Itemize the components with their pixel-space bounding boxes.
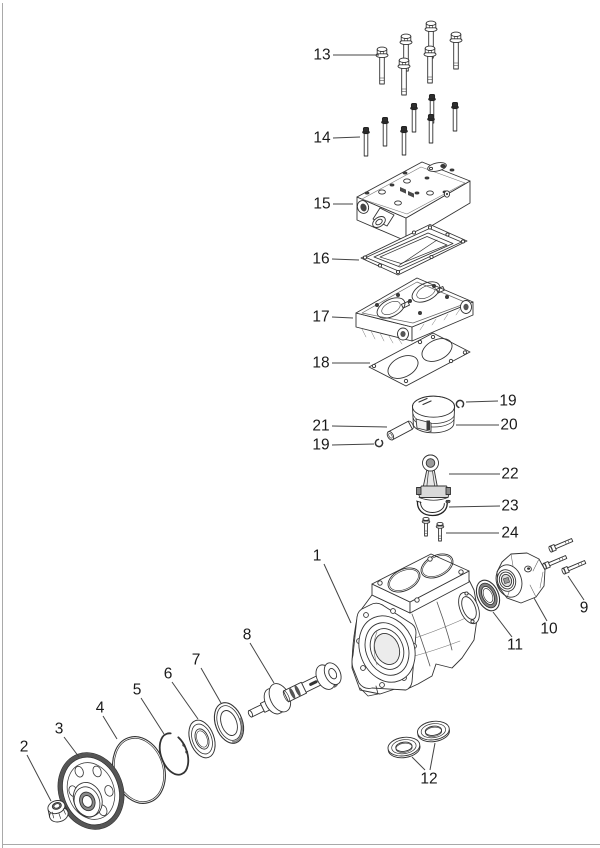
part-label-2: 2: [19, 738, 29, 756]
connecting-rod-illustration: [416, 454, 451, 501]
upper-gasket-illustration: [360, 224, 468, 276]
shaft-seal-illustration: [475, 579, 501, 612]
part-label-15: 15: [313, 195, 331, 213]
bearing-illustration: [213, 702, 245, 744]
part-label-19: 19: [499, 392, 517, 410]
leader-line-1: [323, 563, 352, 624]
leader-line-5: [140, 697, 165, 735]
leader-line-6: [171, 681, 199, 720]
page-border-bottom: [2, 844, 600, 845]
cylinder-head-illustration: [356, 161, 471, 242]
leader-line-8: [249, 642, 275, 684]
end-cover-illustration: [495, 552, 546, 604]
valve-plate-illustration: [355, 277, 474, 345]
part-label-21: 21: [312, 417, 330, 435]
page-border-left: [2, 3, 3, 848]
rod-bearing-shells-illustration: [416, 499, 451, 517]
part-label-24: 24: [501, 524, 519, 542]
part-label-12: 12: [420, 770, 438, 788]
part-label-22: 22: [501, 465, 519, 483]
head-gasket-illustration: [368, 332, 471, 387]
leader-line-2: [26, 754, 52, 802]
leader-line-12: [411, 756, 426, 771]
leader-line-7: [200, 667, 222, 704]
piston-illustration: [411, 395, 456, 434]
leader-line-10: [533, 597, 548, 622]
leader-line-14: [332, 136, 361, 139]
part-label-8: 8: [242, 626, 252, 644]
seal-ring-illustration: [188, 719, 216, 759]
leader-line-16: [331, 258, 360, 261]
leader-line-12: [429, 742, 436, 771]
part-label-16: 16: [312, 250, 330, 268]
part-label-1: 1: [312, 547, 322, 565]
drive-nut-illustration: [47, 800, 69, 823]
leader-line-3: [63, 736, 80, 758]
part-label-13: 13: [313, 46, 331, 64]
part-label-7: 7: [191, 651, 201, 669]
part-label-18: 18: [312, 354, 330, 372]
part-label-5: 5: [132, 681, 142, 699]
part-label-9: 9: [579, 599, 589, 617]
part-label-14: 14: [313, 129, 331, 147]
leader-line-19: [465, 400, 499, 403]
leader-line-11: [492, 611, 513, 638]
crankshaft-illustration: [247, 662, 342, 718]
part-label-20: 20: [500, 416, 518, 434]
part-label-4: 4: [95, 699, 105, 717]
part-label-23: 23: [501, 497, 519, 515]
part-label-11: 11: [506, 636, 524, 654]
part-label-17: 17: [312, 308, 330, 326]
part-label-19: 19: [312, 436, 330, 454]
leader-line-9: [567, 575, 585, 601]
leader-line-19: [331, 443, 375, 446]
crankcase-illustration: [351, 553, 480, 697]
leader-line-4: [102, 715, 118, 740]
part-label-6: 6: [163, 665, 173, 683]
leader-line-17: [331, 316, 354, 319]
part-label-10: 10: [540, 620, 558, 638]
part-label-3: 3: [54, 720, 64, 738]
leader-line-21: [331, 425, 388, 428]
leader-line-23: [448, 505, 501, 508]
